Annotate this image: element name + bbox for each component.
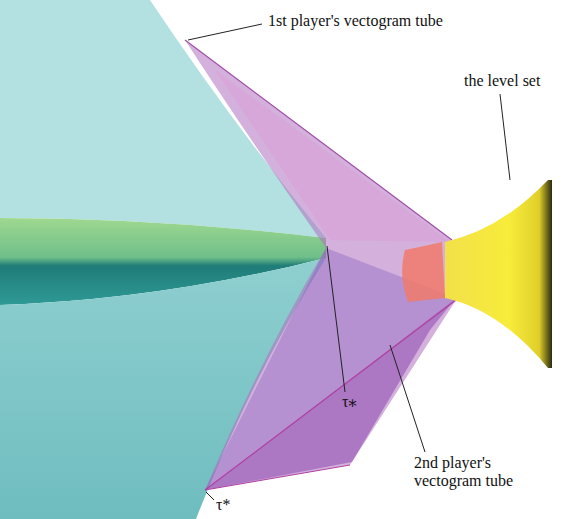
level-set-section xyxy=(402,242,445,302)
second-tube-upper-face xyxy=(215,70,450,242)
tube-edge xyxy=(205,465,350,490)
tau-label: τ⁎ xyxy=(340,393,358,411)
leader-line xyxy=(327,246,345,392)
leader-line xyxy=(500,94,510,180)
tube-edge xyxy=(185,40,452,240)
tube-label: 1st player's vectogram tube xyxy=(266,12,445,30)
second-tube xyxy=(185,40,456,490)
leader-line xyxy=(188,24,262,40)
level-set-label: the level set xyxy=(462,72,542,90)
leader-line xyxy=(390,345,425,452)
level-set xyxy=(445,180,552,368)
tube-label: 2nd player's vectogram tube xyxy=(412,454,528,491)
leader-line xyxy=(206,492,214,500)
tau-label: τ* xyxy=(214,496,232,514)
